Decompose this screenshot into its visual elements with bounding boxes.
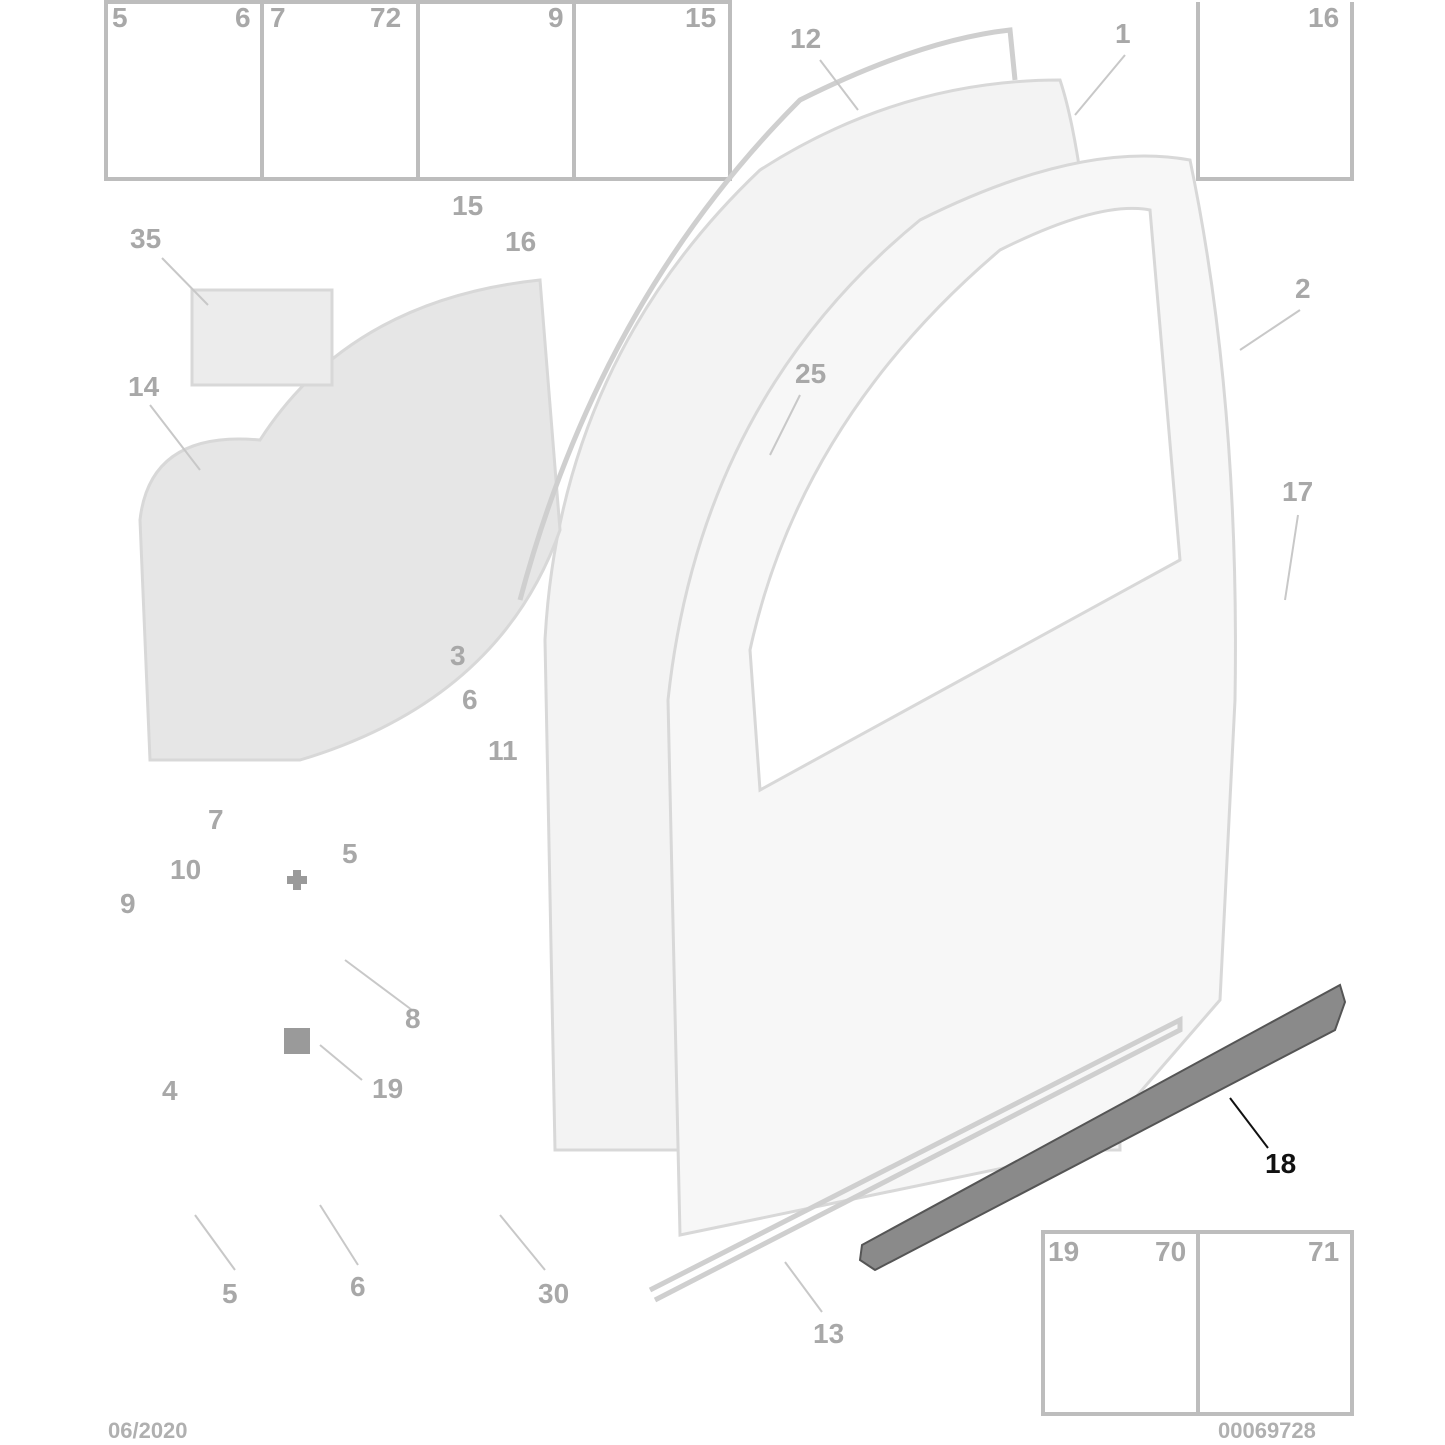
callout-10: 10	[170, 854, 202, 885]
callout-14: 14	[128, 371, 160, 402]
box-label-5: 5	[112, 2, 128, 33]
callout-2: 2	[1295, 273, 1311, 304]
callout-13: 13	[813, 1318, 845, 1349]
box-label-6: 6	[235, 2, 251, 33]
box-label-71: 71	[1308, 1236, 1340, 1267]
callout-3: 3	[450, 640, 466, 671]
callout-9: 9	[120, 888, 136, 919]
callout-15: 15	[452, 190, 484, 221]
callout-30: 30	[538, 1278, 570, 1309]
callout-17: 17	[1282, 476, 1314, 507]
callout-11: 11	[488, 735, 518, 766]
box-label-7: 7	[270, 2, 286, 33]
callout-1: 1	[1115, 18, 1131, 49]
box-label-72: 72	[370, 2, 402, 33]
callout-35: 35	[130, 223, 162, 254]
callout-6b: 6	[350, 1271, 366, 1302]
callout-25: 25	[795, 358, 827, 389]
box-label-9: 9	[548, 2, 564, 33]
callout-18-highlighted: 18	[1265, 1148, 1297, 1179]
callout-7: 7	[208, 804, 224, 835]
callout-8: 8	[405, 1003, 421, 1034]
callout-5b: 5	[222, 1278, 238, 1309]
box-label-70: 70	[1155, 1236, 1187, 1267]
box-label-15: 15	[685, 2, 717, 33]
side-moulding-part-18	[858, 983, 1347, 1272]
date-stamp: 06/2020	[108, 1418, 188, 1443]
callout-4: 4	[162, 1075, 178, 1106]
callout-16: 16	[505, 226, 537, 257]
callout-12: 12	[790, 23, 822, 54]
box-label-16: 16	[1308, 2, 1340, 33]
callout-6: 6	[462, 684, 478, 715]
box-label-19: 19	[1048, 1236, 1080, 1267]
callout-5: 5	[342, 838, 358, 869]
callout-19: 19	[372, 1073, 404, 1104]
reference-number: 00069728	[1218, 1418, 1316, 1443]
